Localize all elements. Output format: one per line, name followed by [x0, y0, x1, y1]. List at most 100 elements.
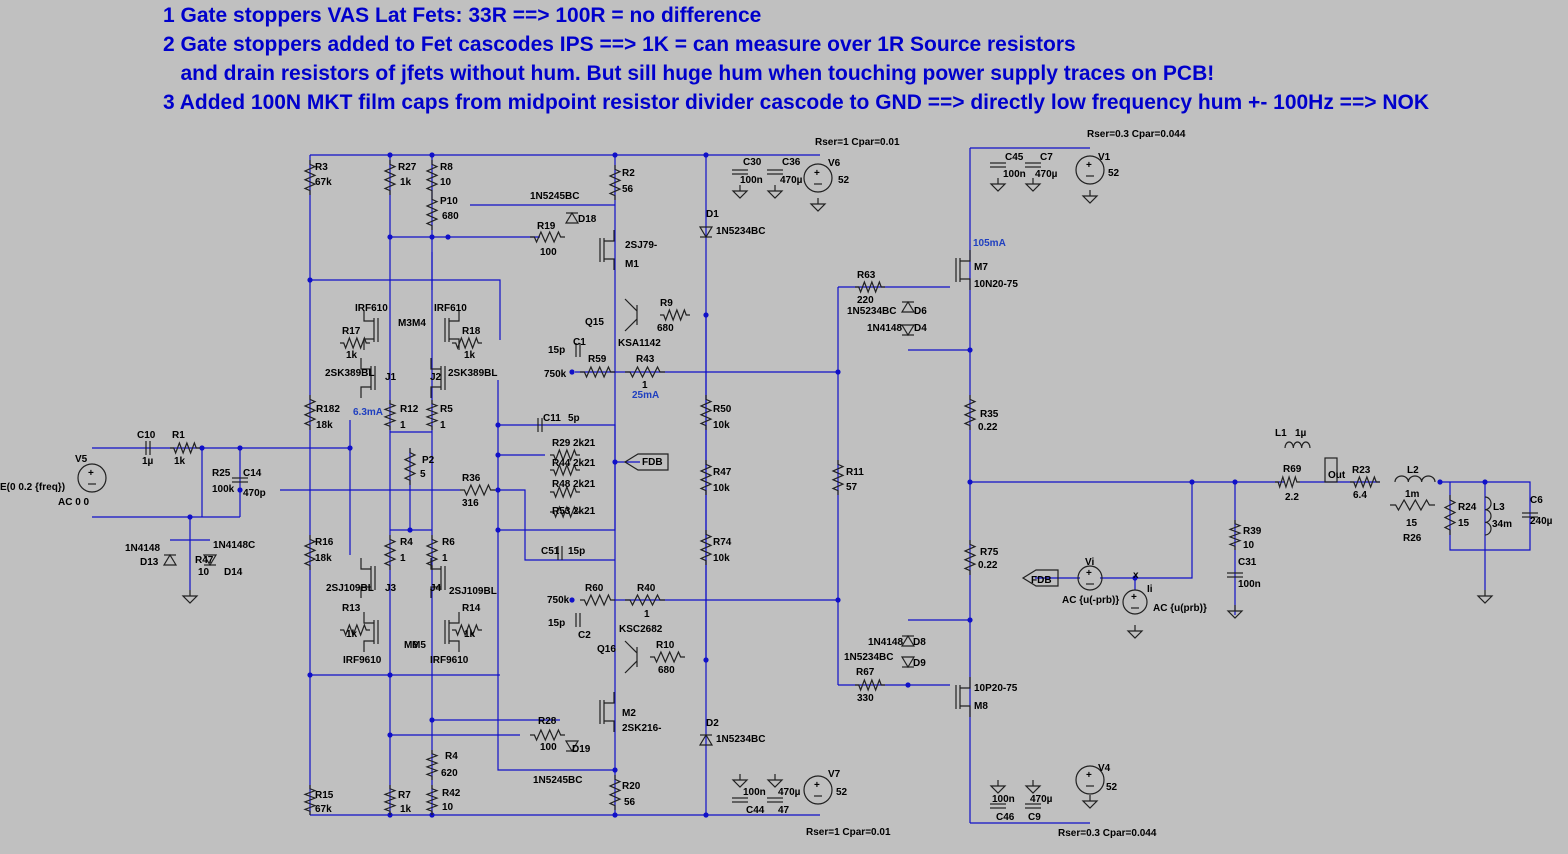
label-6-3ma: 6.3mA: [353, 407, 383, 418]
label-1: 1: [400, 420, 406, 431]
label-v1: V1: [1098, 152, 1111, 163]
resistor: [425, 785, 439, 815]
diode: [564, 211, 580, 224]
junction-dot: [703, 152, 709, 158]
label-m1: M1: [625, 259, 639, 270]
junction-dot: [307, 672, 313, 678]
label-d4: D4: [914, 323, 927, 334]
resistor: [550, 485, 580, 499]
ground-icon: [1081, 195, 1099, 204]
label-34m: 34m: [1492, 519, 1512, 530]
wire: [498, 424, 616, 531]
label-680: 680: [658, 665, 675, 676]
label-1n5245bc: 1N5245BC: [533, 775, 582, 786]
label-100n: 100n: [740, 175, 763, 186]
wire: [1135, 482, 1193, 579]
ground-icon: [1226, 610, 1244, 619]
label-r43: R43: [636, 354, 655, 365]
diode: [698, 226, 714, 239]
label-j3: J3: [385, 583, 397, 594]
label-18k: 18k: [315, 553, 332, 564]
label-100n: 100n: [992, 794, 1015, 805]
label-67k: 67k: [315, 177, 332, 188]
label-52: 52: [836, 787, 848, 798]
label-470-: 470µ: [1035, 169, 1058, 180]
label-r27: R27: [398, 162, 417, 173]
label-r6: R6: [442, 537, 455, 548]
label-100n: 100n: [1003, 169, 1026, 180]
resistor: [383, 535, 397, 570]
resistor: [303, 535, 317, 570]
label-c30: C30: [743, 157, 762, 168]
resistor: [550, 448, 580, 462]
label-r44: R44: [552, 458, 571, 469]
label-15: 15: [1406, 518, 1418, 529]
label-316: 316: [462, 498, 479, 509]
resistor: [452, 336, 482, 350]
diode: [900, 634, 916, 647]
label-r29: R29: [552, 438, 571, 449]
label-ksc2682: KSC2682: [619, 624, 663, 635]
plus-sign: +: [1086, 770, 1092, 781]
transistor: [624, 660, 638, 674]
label-1: 1: [442, 553, 448, 564]
label-2k21: 2k21: [573, 438, 596, 449]
mosfet: [604, 230, 615, 242]
label-1n5245bc: 1N5245BC: [530, 191, 579, 202]
resistor: [1443, 495, 1457, 535]
mosfet: [960, 250, 971, 262]
components: +++++++: [77, 155, 1538, 815]
diode: [900, 300, 916, 313]
label-2sj79-: 2SJ79-: [625, 240, 657, 251]
junction-dot: [407, 527, 413, 533]
label-c46: C46: [996, 812, 1015, 823]
label-10: 10: [1243, 540, 1255, 551]
junction-dot: [187, 514, 193, 520]
label-irf9610: IRF9610: [343, 655, 382, 666]
resistor: [170, 441, 200, 455]
junction-dot: [612, 152, 618, 158]
mosfet: [360, 558, 371, 570]
label-r16: R16: [315, 537, 334, 548]
label-d13: D13: [140, 557, 159, 568]
label-2k21: 2k21: [573, 479, 596, 490]
label-r48: R48: [552, 479, 571, 490]
label-r23: R23: [1352, 465, 1371, 476]
resistor: [699, 460, 713, 495]
ground-icon: [766, 779, 784, 788]
label-15p: 15p: [568, 546, 585, 557]
label-105ma: 105mA: [973, 238, 1006, 249]
label-52: 52: [838, 175, 850, 186]
plus-sign: +: [1131, 592, 1137, 603]
resistor: [550, 463, 580, 477]
label-100n: 100n: [743, 787, 766, 798]
resistor: [831, 460, 845, 495]
label-10k: 10k: [713, 483, 730, 494]
label-r4: R4: [445, 751, 458, 762]
resistor: [580, 365, 615, 379]
junction-dot: [347, 445, 353, 451]
label-fdb: FDB: [1031, 575, 1052, 586]
label-620: 620: [441, 768, 458, 779]
label-ac-u-prb-: AC {u(prb)}: [1153, 603, 1207, 614]
label-r59: R59: [588, 354, 607, 365]
label-rser-0-3-cpar-0-044: Rser=0.3 Cpar=0.044: [1058, 828, 1157, 839]
voltage-source: [1075, 155, 1105, 185]
label-100: 100: [540, 247, 557, 258]
fdb-flag: [1021, 569, 1059, 587]
label-2sj109bl: 2SJ109BL: [449, 586, 497, 597]
label-220: 220: [857, 295, 874, 306]
junction-dot: [967, 347, 973, 353]
label-rser-1-cpar-0-01: Rser=1 Cpar=0.01: [806, 827, 891, 838]
resistor: [608, 165, 622, 200]
label-r47: R47: [195, 555, 214, 566]
label-r11: R11: [846, 467, 864, 478]
label-q15: Q15: [585, 317, 604, 328]
label-p10: P10: [440, 196, 458, 207]
junction-dot: [495, 487, 501, 493]
label-fdb: FDB: [642, 457, 663, 468]
label-m6: M6: [404, 640, 418, 651]
label-v7: V7: [828, 769, 841, 780]
label-d14: D14: [224, 567, 243, 578]
